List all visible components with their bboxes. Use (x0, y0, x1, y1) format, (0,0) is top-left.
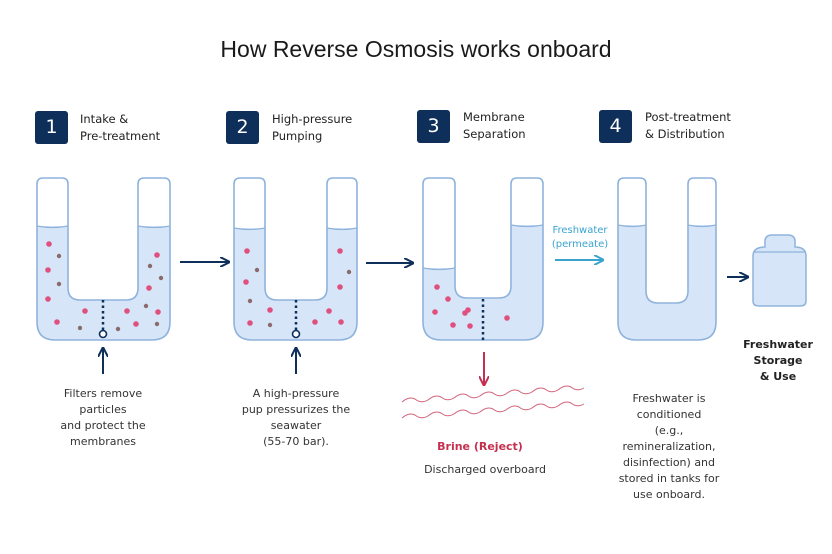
tube-2-water (234, 228, 357, 340)
salt-particle (247, 298, 253, 304)
tube-1-outline (36, 177, 171, 341)
membrane-2-port (291, 329, 301, 339)
membrane-1-port (98, 329, 108, 339)
salt-particle (467, 323, 473, 329)
salt-particle (432, 309, 438, 315)
salt-particle (445, 296, 451, 302)
salt-particle (154, 321, 160, 327)
tube-2-water-surface-left (233, 227, 266, 231)
salt-particle (267, 307, 273, 313)
salt-particle (124, 308, 130, 314)
salt-particle (244, 248, 250, 254)
step-4-badge: 4 (599, 110, 632, 143)
salt-particle (434, 284, 440, 290)
salt-particle (115, 326, 121, 332)
salt-particle (254, 267, 260, 273)
tube-4-outline (617, 177, 717, 341)
salt-particle (337, 284, 343, 290)
diagram-title: How Reverse Osmosis works onboard (220, 36, 612, 62)
tube-3-water (423, 225, 543, 340)
tube-4-water-surface-right (687, 224, 717, 228)
tube-3-water-surface-right (510, 224, 544, 228)
salt-particle (45, 267, 51, 273)
step-2-badge: 2 (226, 111, 259, 144)
brine-wave-2 (401, 401, 585, 419)
tube-3-water-surface-left (422, 267, 456, 271)
salt-particle (155, 309, 161, 315)
salt-particle (56, 281, 62, 287)
salt-particle (504, 315, 510, 321)
tube-4-water-surface-left (617, 224, 647, 228)
salt-particle (45, 296, 51, 302)
step-2-label: High-pressure Pumping (272, 112, 353, 143)
step-1-label: Intake & Pre-treatment (80, 112, 161, 143)
salt-particle (312, 319, 318, 325)
step-1-description: Filters remove particles and protect the… (60, 387, 146, 448)
step-1-badge: 1 (35, 111, 68, 144)
salt-particle (133, 321, 139, 327)
storage-label: Freshwater Storage & Use (743, 338, 813, 383)
salt-particle (267, 322, 273, 328)
permeate-label: Freshwater (permeate) (551, 225, 609, 250)
tube-1-water-surface-left (36, 225, 69, 229)
salt-particle (158, 275, 164, 281)
salt-particle (338, 319, 344, 325)
brine-wave-1 (401, 385, 585, 403)
step-2-description: A high-pressure pup pressurizes the seaw… (241, 387, 351, 448)
tube-4-water (618, 225, 716, 340)
storage-tank-icon (752, 234, 807, 307)
step-4-label: Post-treatment & Distribution (645, 110, 731, 141)
salt-particle (147, 263, 153, 269)
salt-particle (243, 279, 249, 285)
salt-particle (337, 248, 343, 254)
salt-particle (247, 320, 253, 326)
brine-label: Brine (Reject) (437, 440, 523, 453)
salt-particle (77, 325, 83, 331)
salt-particle (143, 303, 149, 309)
salt-particle (56, 253, 62, 259)
tube-2-outline (233, 177, 358, 341)
salt-particle (346, 269, 352, 275)
salt-particle (450, 322, 456, 328)
salt-particle (46, 241, 52, 247)
tube-3-outline (422, 177, 544, 341)
salt-particle (146, 285, 152, 291)
tube-1-water-surface-right (137, 225, 171, 229)
salt-particle (326, 308, 332, 314)
salt-particle (54, 319, 60, 325)
tube-2-water-surface-right (326, 227, 358, 231)
salt-particle (465, 307, 471, 313)
step-3-label: Membrane Separation (463, 110, 526, 141)
salt-particle (154, 252, 160, 258)
brine-description: Discharged overboard (424, 463, 546, 476)
step-3-badge: 3 (417, 110, 450, 143)
tube-1-water (37, 226, 170, 340)
salt-particle (82, 308, 88, 314)
step-4-description: Freshwater is conditioned (e.g., reminer… (618, 392, 720, 501)
